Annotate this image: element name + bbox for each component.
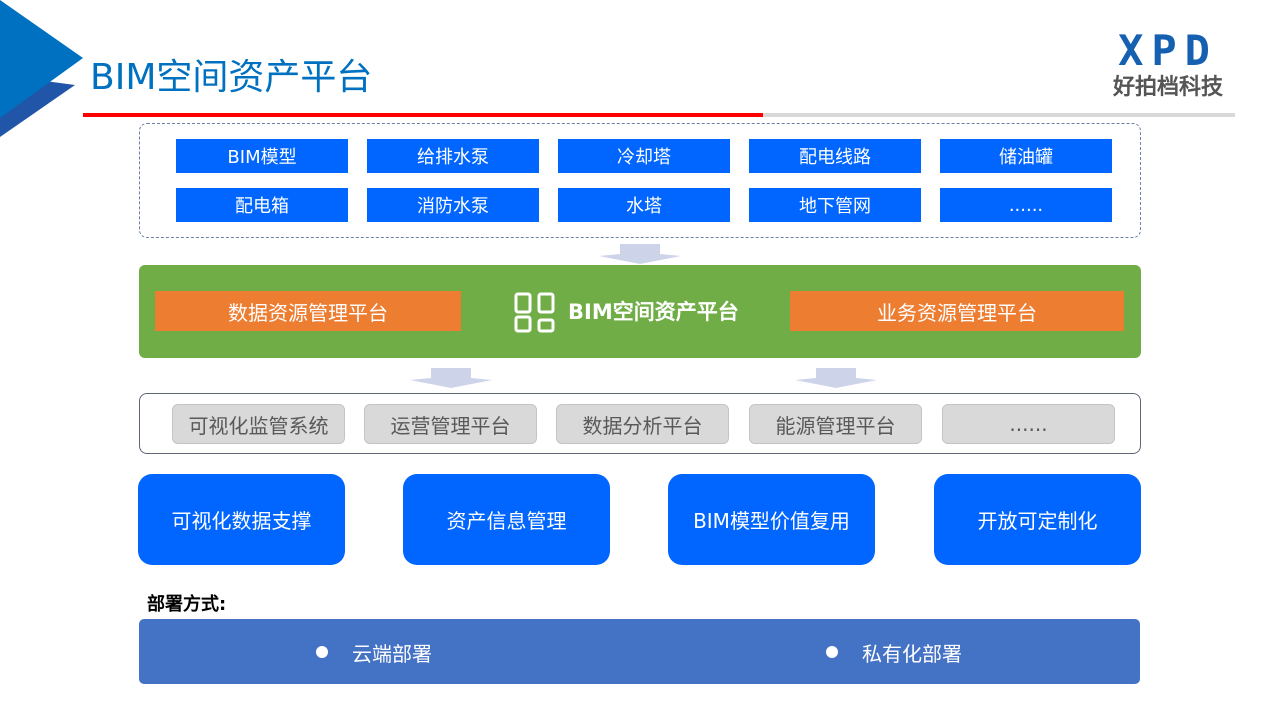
asset-type-item[interactable]: BIM模型: [176, 139, 348, 173]
applications-panel: [139, 393, 1141, 454]
asset-type-item[interactable]: 储油罐: [940, 139, 1112, 173]
asset-type-item[interactable]: 给排水泵: [367, 139, 539, 173]
asset-type-item[interactable]: 消防水泵: [367, 188, 539, 222]
asset-type-item[interactable]: 配电线路: [749, 139, 921, 173]
deployment-bar: [139, 619, 1140, 684]
deployment-label: 部署方式:: [147, 594, 227, 615]
company-logo: XPD 好拍档科技: [1100, 28, 1236, 102]
feature-card[interactable]: 可视化数据支撑: [138, 474, 345, 565]
asset-type-item[interactable]: ......: [940, 188, 1112, 222]
application-item[interactable]: 数据分析平台: [556, 404, 729, 444]
platform-title: BIM空间资产平台: [568, 300, 739, 324]
asset-type-item[interactable]: 水塔: [558, 188, 730, 222]
down-arrow-icon: [599, 244, 681, 264]
deployment-option-label: 私有化部署: [862, 641, 962, 666]
feature-card[interactable]: BIM模型价值复用: [668, 474, 875, 565]
asset-types-panel: [139, 123, 1141, 238]
bullet-icon: [826, 646, 838, 658]
application-item[interactable]: 可视化监管系统: [172, 404, 345, 444]
asset-type-item[interactable]: 配电箱: [176, 188, 348, 222]
data-resource-platform[interactable]: 数据资源管理平台: [155, 291, 461, 331]
feature-card[interactable]: 开放可定制化: [934, 474, 1141, 565]
logo-subtitle: 好拍档科技: [1112, 75, 1223, 100]
feature-card[interactable]: 资产信息管理: [403, 474, 610, 565]
title-underline-red: [83, 113, 763, 117]
application-item[interactable]: 运营管理平台: [364, 404, 537, 444]
deployment-option-label: 云端部署: [352, 641, 432, 666]
deployment-option-cloud[interactable]: 云端部署: [316, 640, 432, 666]
page-title: BIM空间资产平台: [90, 57, 373, 98]
down-arrow-icon: [795, 368, 877, 388]
deployment-option-private[interactable]: 私有化部署: [826, 640, 962, 666]
logo-mark: XPD: [1118, 26, 1218, 75]
business-resource-platform[interactable]: 业务资源管理平台: [790, 291, 1124, 331]
title-underline-grey: [763, 113, 1235, 117]
grid-icon: [514, 292, 555, 333]
asset-type-item[interactable]: 冷却塔: [558, 139, 730, 173]
corner-triangle-decoration: [0, 0, 83, 137]
application-item[interactable]: ......: [942, 404, 1115, 444]
bullet-icon: [316, 646, 328, 658]
application-item[interactable]: 能源管理平台: [749, 404, 922, 444]
down-arrow-icon: [410, 368, 492, 388]
asset-type-item[interactable]: 地下管网: [749, 188, 921, 222]
